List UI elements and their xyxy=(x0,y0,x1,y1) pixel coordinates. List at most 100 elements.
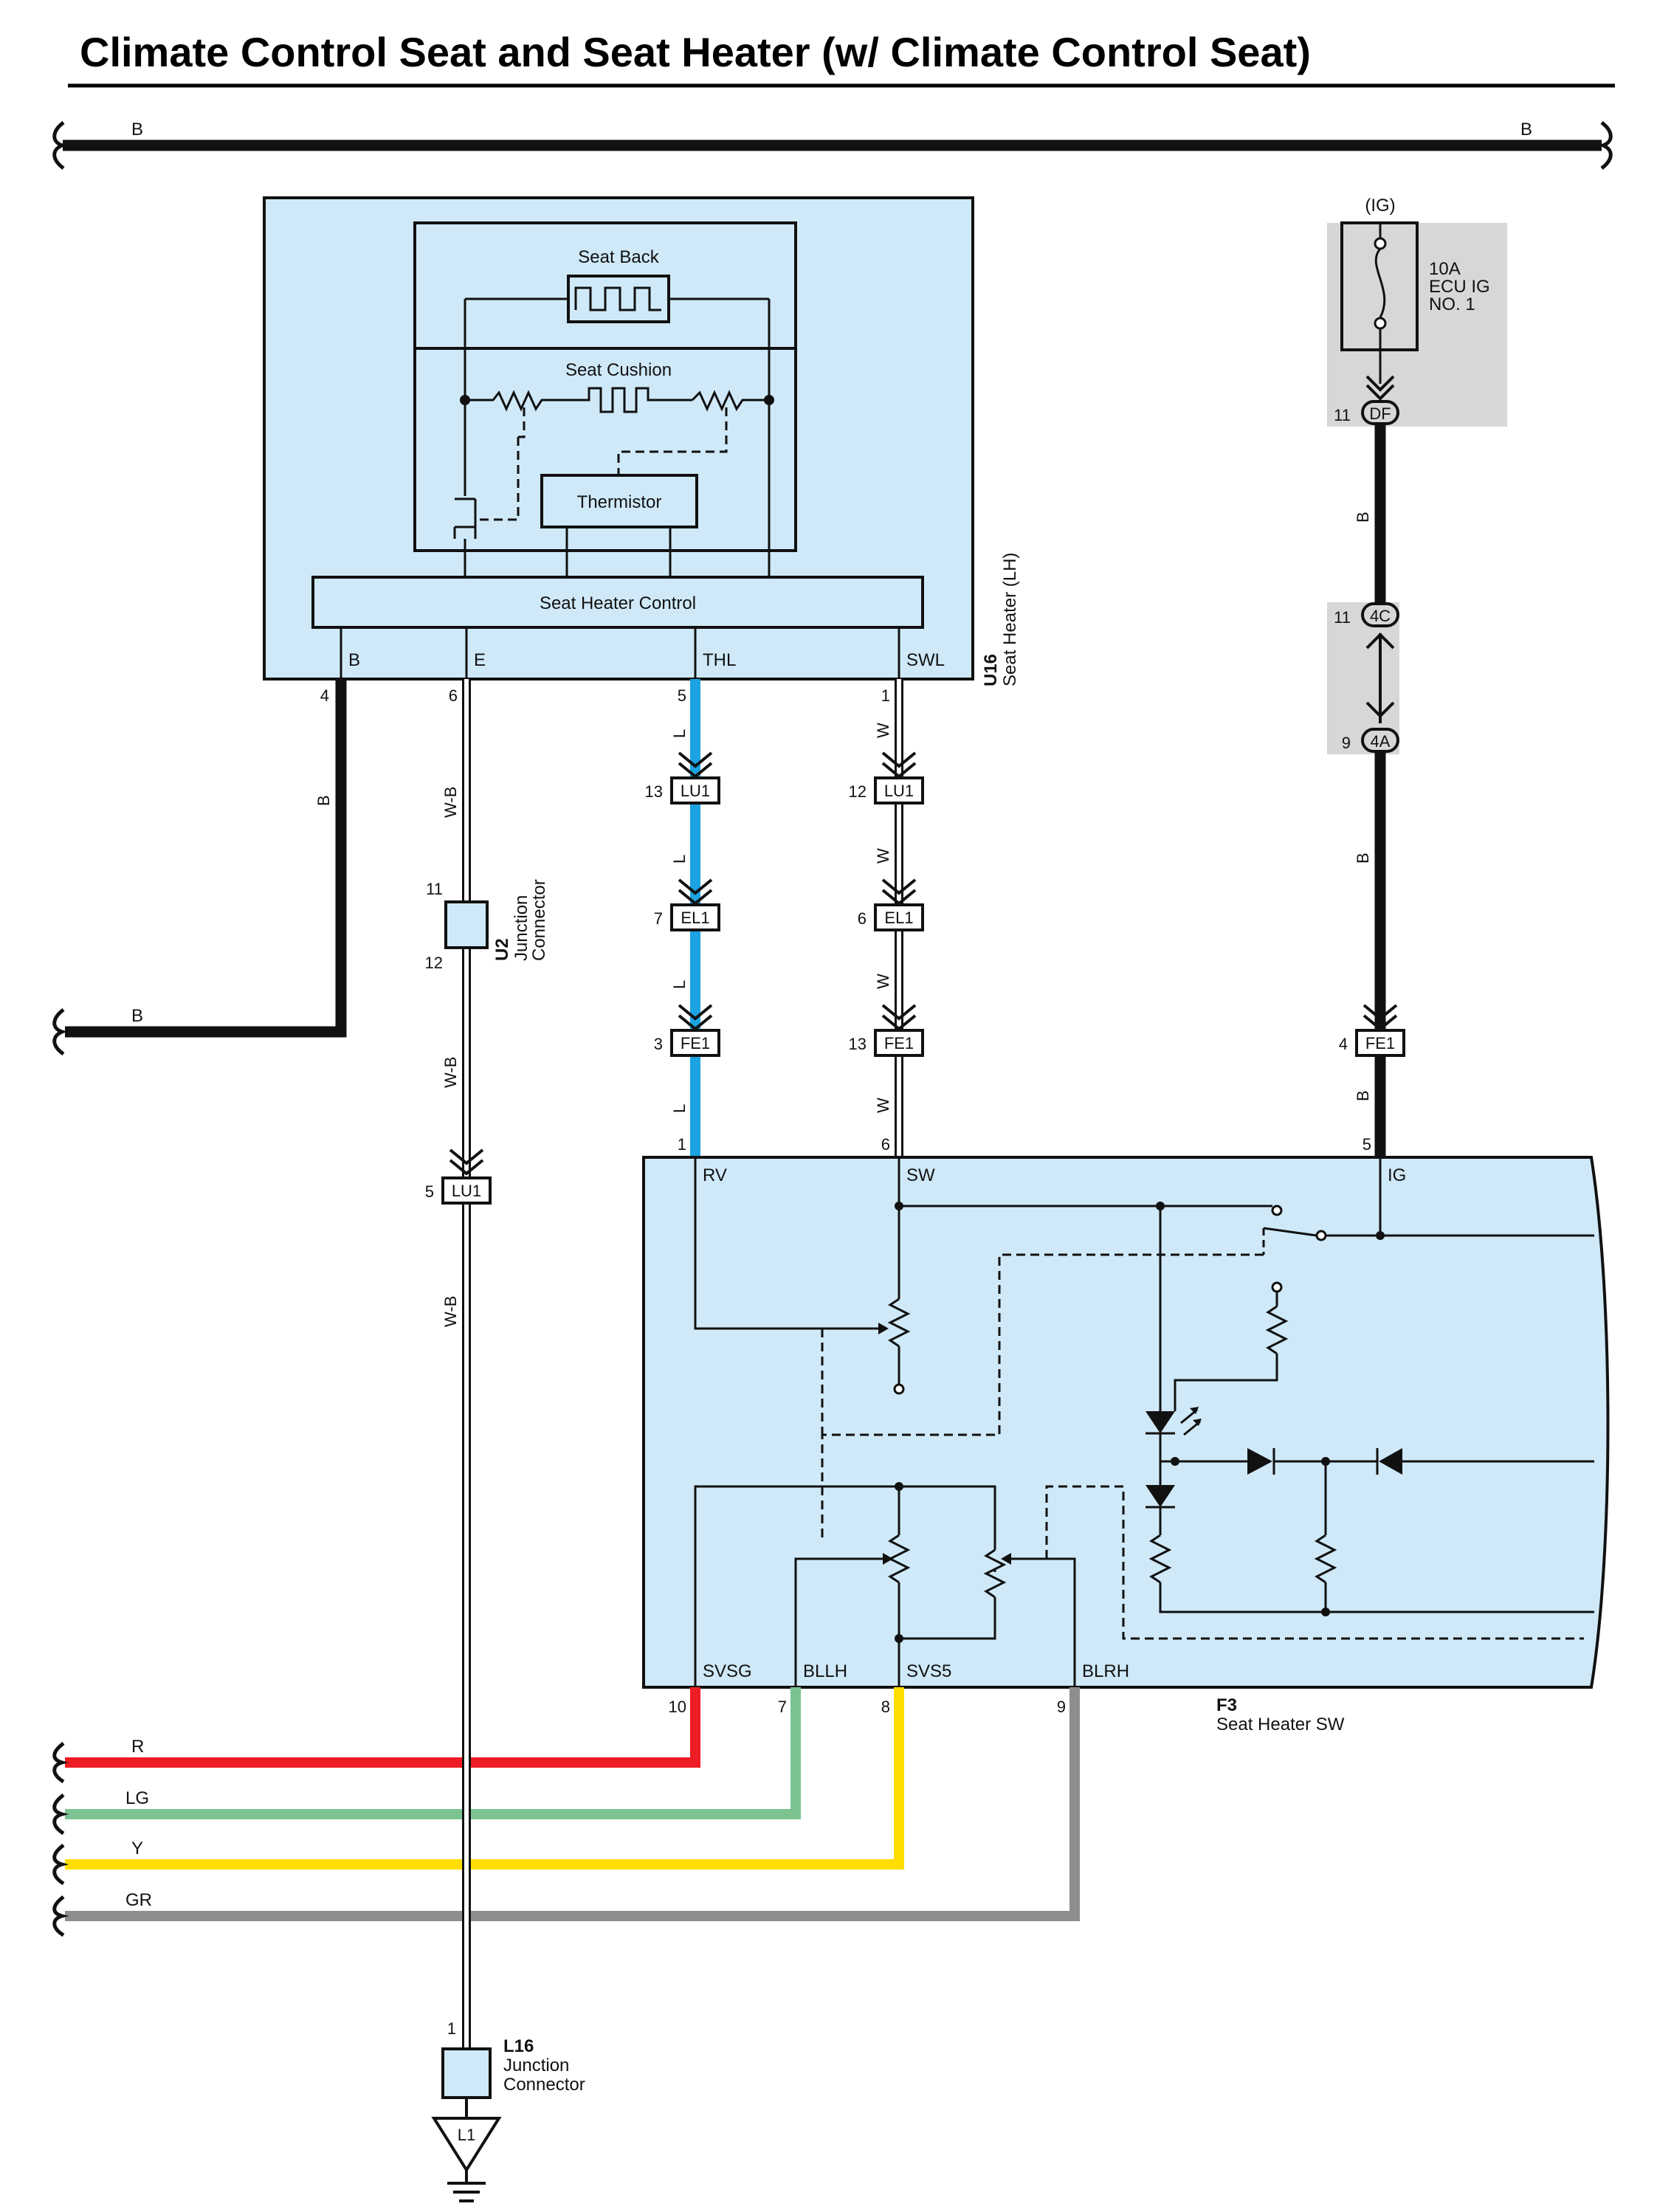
lu1-swl-pin: 12 xyxy=(849,782,867,801)
sw-terminal-bllh: BLLH xyxy=(803,1661,847,1681)
el1-connector-thl xyxy=(670,903,720,931)
pin-4: 4 xyxy=(320,686,329,705)
bus-label-left: B xyxy=(131,120,143,139)
wire-r-label: R xyxy=(131,1737,144,1757)
thermistor: Thermistor xyxy=(540,474,698,577)
wire-w-b-label-3: W-B xyxy=(441,1296,460,1327)
l16-junction-connector xyxy=(441,2047,492,2099)
bottom-wires: R LG Y GR xyxy=(52,1687,1080,1937)
wire-y-label: Y xyxy=(131,1839,143,1858)
ground-id: L1 xyxy=(458,2126,475,2144)
el1-swl-id: EL1 xyxy=(884,909,913,927)
thermistor-label: Thermistor xyxy=(577,492,662,512)
pin-6: 6 xyxy=(449,686,458,705)
wire-w-b-ground: W-B 11 12 U2 Junction Connector W-B LU1 … xyxy=(425,679,585,2202)
fe1-connector-thl xyxy=(670,1029,720,1057)
lu1-thl-pin: 13 xyxy=(645,782,663,801)
sw-terminal-blrh: BLRH xyxy=(1082,1661,1129,1681)
wire-b-ig: B 4C 11 4A 9 B FE1 4 B 5 xyxy=(1327,424,1405,1157)
junction-4a-id: 4A xyxy=(1371,732,1391,751)
wire-l-label-4: L xyxy=(670,1104,689,1113)
seat-heater-lh: Seat Back Seat Cushion xyxy=(263,196,1020,705)
seat-back-label: Seat Back xyxy=(578,247,659,267)
wire-ig-label-bottom: B xyxy=(1354,852,1372,864)
wire-b-left-end-label: B xyxy=(131,1006,143,1026)
wire-b-left-label: B xyxy=(314,795,333,806)
seat-cushion-heater-icon xyxy=(460,387,774,521)
junction-4c-id: 4C xyxy=(1370,607,1391,625)
u2-pin-top: 11 xyxy=(426,880,443,898)
junction-4a-pin: 9 xyxy=(1342,734,1351,752)
terminal-swl-label: SWL xyxy=(906,650,945,670)
u2-junction-connector xyxy=(444,900,489,949)
fuse-rating: 10A xyxy=(1429,259,1461,279)
el1-thl-pin: 7 xyxy=(654,909,663,928)
fe1-swl-id: FE1 xyxy=(884,1034,914,1052)
bus-label-right: B xyxy=(1520,120,1532,139)
seat-heater-sw-id: F3 xyxy=(1216,1695,1237,1715)
sw-terminal-svsg: SVSG xyxy=(703,1661,752,1681)
u2-line1: Junction xyxy=(511,895,531,961)
fe1-ig-pin: 4 xyxy=(1339,1035,1348,1053)
wire-ig-label-top: B xyxy=(1354,511,1372,523)
pin-5: 5 xyxy=(678,686,686,705)
wire-w-b-label-2: W-B xyxy=(441,1057,460,1088)
el1-connector-swl xyxy=(874,903,924,931)
wire-l-label-2: L xyxy=(670,855,689,864)
fuse-source-label: (IG) xyxy=(1365,196,1395,216)
junction-4c-pin: 11 xyxy=(1334,608,1351,627)
wire-l-label-3: L xyxy=(670,980,689,989)
wire-gr xyxy=(65,1687,1080,1921)
wire-lg-label: LG xyxy=(125,1788,149,1808)
seat-back-heater-icon xyxy=(464,275,771,403)
l16-id: L16 xyxy=(503,2036,534,2056)
sw-terminal-sw: SW xyxy=(906,1165,935,1185)
led-icon xyxy=(1146,1411,1175,1433)
diode-icon-3 xyxy=(1146,1485,1175,1507)
df-connector-id: DF xyxy=(1369,404,1391,423)
seat-heater-control-label: Seat Heater Control xyxy=(540,593,696,613)
fuse-name-line2: NO. 1 xyxy=(1429,294,1475,314)
fe1-thl-id: FE1 xyxy=(681,1034,710,1052)
sw-pin-8: 8 xyxy=(881,1698,890,1716)
page-title: Climate Control Seat and Seat Heater (w/… xyxy=(80,29,1311,75)
wire-lg xyxy=(65,1687,801,1819)
lu1-swl-id: LU1 xyxy=(884,782,914,800)
seat-cushion-label: Seat Cushion xyxy=(565,360,672,380)
l16-line1: Junction xyxy=(503,2056,569,2075)
sw-pin-rv: 1 xyxy=(678,1135,686,1154)
u2-id: U2 xyxy=(492,938,512,961)
df-pin: 11 xyxy=(1334,406,1351,424)
pin-1: 1 xyxy=(881,686,890,705)
u2-line2: Connector xyxy=(529,879,549,961)
terminal-e-label: E xyxy=(474,650,486,670)
thermal-switch-icon xyxy=(453,400,477,577)
wire-w-label-3: W xyxy=(874,974,892,989)
diode-icon-2 xyxy=(1379,1448,1402,1475)
fe1-swl-pin: 13 xyxy=(849,1035,867,1053)
wire-y xyxy=(65,1687,904,1870)
lu1-connector-ground xyxy=(441,1176,492,1205)
junction-4c xyxy=(1361,602,1399,627)
fe1-connector-swl xyxy=(874,1029,924,1057)
fuse-icon xyxy=(1374,237,1387,250)
seat-heater-sw-name: Seat Heater SW xyxy=(1216,1715,1345,1734)
wire-w-b-label-1: W-B xyxy=(441,787,460,818)
sw-pin-9: 9 xyxy=(1057,1698,1066,1716)
wire-w-label-4: W xyxy=(874,1098,892,1113)
fe1-thl-pin: 3 xyxy=(654,1035,663,1053)
sw-pin-7: 7 xyxy=(778,1698,787,1716)
l16-pin: 1 xyxy=(447,2019,456,2038)
fuse-name-line1: ECU IG xyxy=(1429,277,1490,297)
fe1-ig-id: FE1 xyxy=(1365,1034,1395,1052)
el1-thl-id: EL1 xyxy=(681,909,709,927)
wire-w-label-1: W xyxy=(874,723,892,738)
seat-heater-id: U16 xyxy=(981,654,1001,686)
sw-terminal-ig: IG xyxy=(1388,1165,1406,1185)
sw-pin-sw: 6 xyxy=(881,1135,890,1154)
seat-heater-switch: RV SW IG xyxy=(642,1156,1610,1734)
wire-w-swl: W W W W LU1 12 EL1 6 FE1 13 6 xyxy=(849,679,924,1157)
lu1-connector-swl xyxy=(874,776,924,804)
wire-gr-label: GR xyxy=(125,1890,152,1910)
